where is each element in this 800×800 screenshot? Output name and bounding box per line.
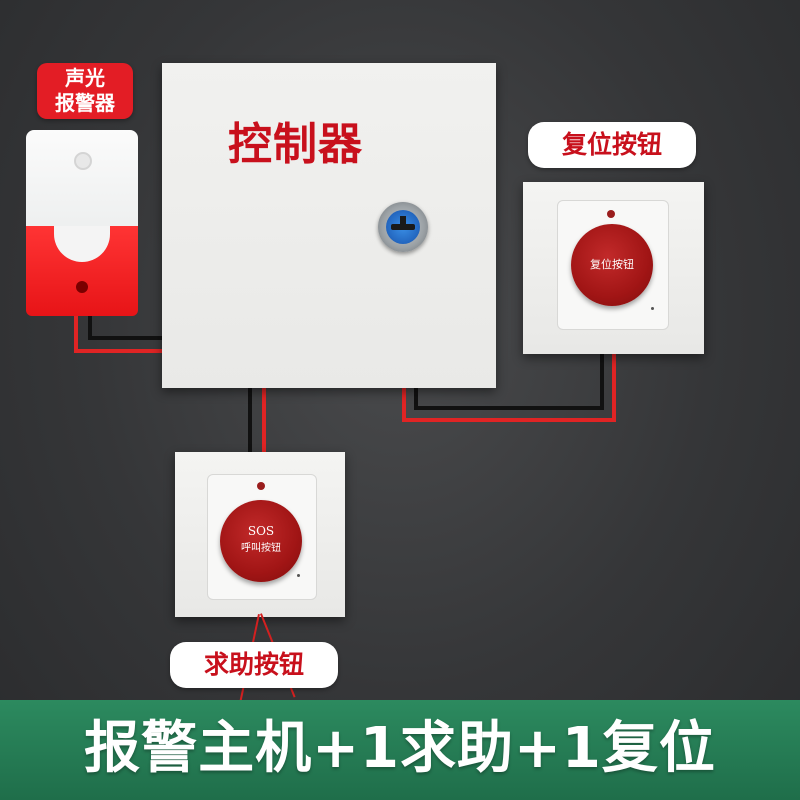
reset-led — [607, 210, 615, 218]
sos-button-panel: SOS 呼叫按钮 — [175, 452, 345, 617]
wire-black-siren — [88, 316, 92, 340]
key-lock-slot — [391, 224, 415, 230]
wire-black-reset-v1 — [414, 386, 418, 410]
wire-red-reset-v1 — [402, 386, 406, 422]
siren-led — [76, 281, 88, 293]
alarm-siren-icon — [26, 130, 138, 316]
controller-box — [162, 63, 496, 388]
sos-pinhole — [297, 574, 300, 577]
wire-red-siren-h — [74, 349, 166, 353]
siren-sensor — [74, 152, 92, 170]
alarm-label-line1: 声光 — [65, 66, 105, 90]
wire-red-reset-h — [402, 418, 616, 422]
wire-red-siren — [74, 316, 78, 353]
reset-button[interactable]: 复位按钮 — [571, 224, 653, 306]
sos-button-sub: 呼叫按钮 — [241, 543, 281, 554]
alarm-label: 声光 报警器 — [37, 63, 133, 119]
wire-red-reset-v2 — [612, 352, 616, 422]
siren-notch — [54, 226, 110, 262]
sos-label: 求助按钮 — [170, 642, 338, 688]
wire-black-siren-h — [88, 336, 166, 340]
reset-pinhole — [651, 307, 654, 310]
siren-housing — [26, 130, 138, 240]
alarm-label-line2: 报警器 — [55, 91, 115, 115]
reset-label: 复位按钮 — [528, 122, 696, 168]
bottom-banner: 报警主机+1求助+1复位 — [0, 700, 800, 800]
sos-button[interactable]: SOS 呼叫按钮 — [220, 500, 302, 582]
sos-button-title: SOS — [247, 524, 275, 538]
controller-title: 控制器 — [228, 119, 363, 170]
wire-red-sos — [262, 386, 266, 456]
reset-button-panel: 复位按钮 — [523, 182, 704, 354]
key-lock-icon — [378, 202, 428, 252]
wire-black-reset-h — [414, 406, 602, 410]
key-lock-slot-vertical — [400, 216, 406, 226]
wire-black-reset-v2 — [600, 352, 604, 410]
banner-text: 报警主机+1求助+1复位 — [84, 716, 716, 781]
siren-red-lens — [26, 226, 138, 316]
sos-led — [257, 482, 265, 490]
wire-black-sos — [248, 386, 252, 456]
